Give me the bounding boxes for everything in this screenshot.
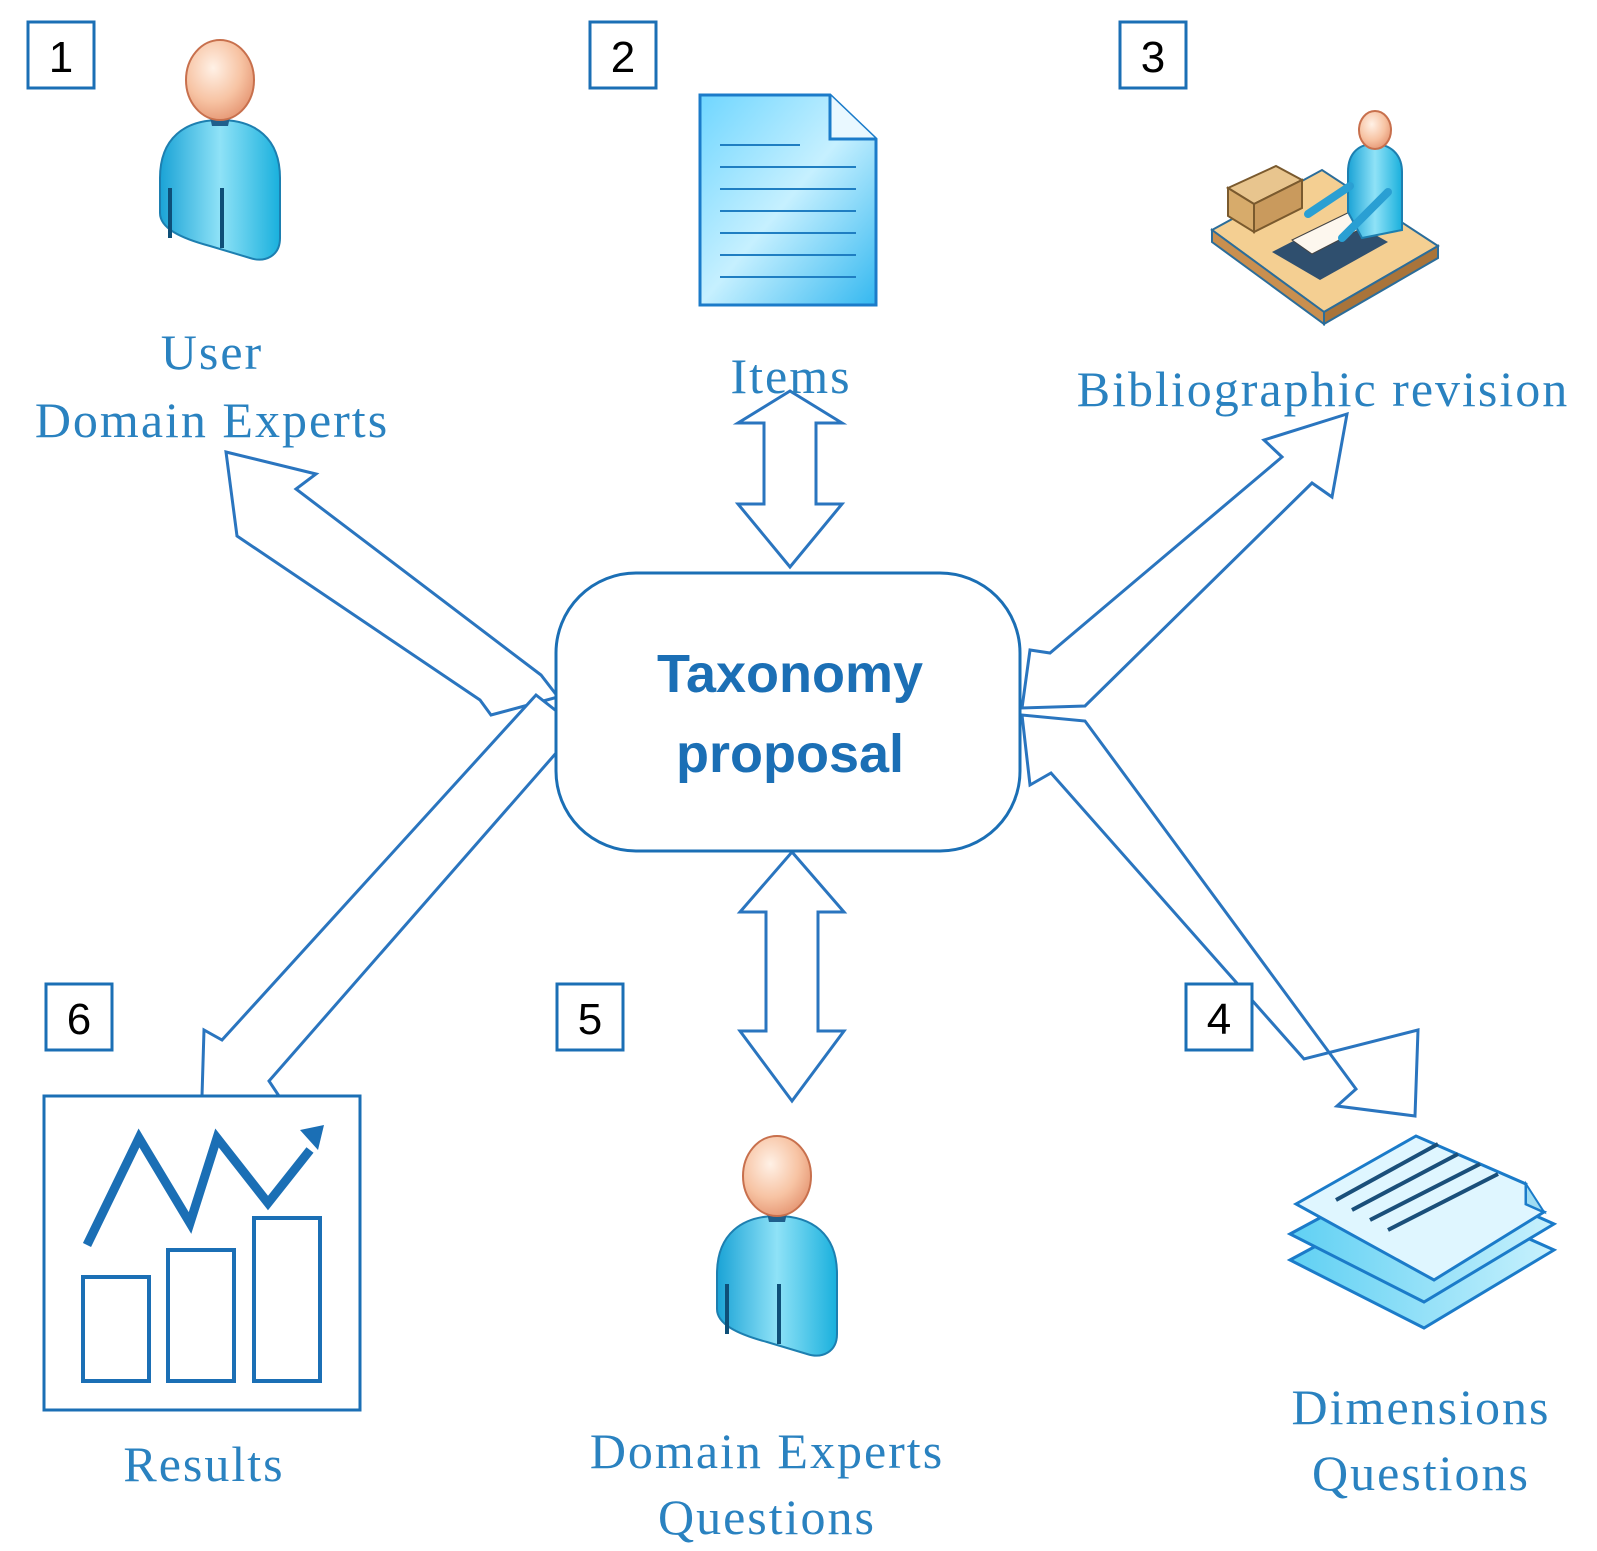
step-6-badge: 6: [44, 982, 114, 1052]
step-5-badge: 5: [555, 982, 625, 1052]
arrow-results: [200, 692, 581, 1098]
document-icon: [698, 93, 878, 307]
label-domain-experts: Domain Experts: [590, 1423, 944, 1479]
taxonomy-proposal-box: [554, 571, 1022, 853]
step-4-number: 4: [1207, 995, 1231, 1044]
step-3-badge: 3: [1118, 20, 1188, 90]
arrow-user: [224, 450, 561, 717]
person-at-desk-icon: [1210, 110, 1440, 326]
label-results: Results: [123, 1436, 284, 1492]
center-title-line1: Taxonomy: [657, 644, 923, 704]
bar-chart-trend-icon: [42, 1094, 362, 1412]
step-6-number: 6: [67, 995, 91, 1044]
label-bibliographic-revision: Bibliographic revision: [1077, 361, 1570, 417]
arrow-bibliographic-revision: [1020, 411, 1349, 710]
step-1-badge: 1: [26, 20, 96, 90]
label-user: User: [161, 324, 263, 380]
step-2-badge: 2: [588, 20, 658, 90]
arrow-items: [732, 389, 848, 570]
arrow-domain-experts-questions: [736, 849, 848, 1104]
label-user-domain-experts: Domain Experts: [35, 392, 389, 448]
stacked-documents-icon: [1286, 1134, 1558, 1330]
step-1-number: 1: [49, 33, 73, 82]
result-bar-1: [81, 1275, 151, 1383]
label-dimensions-questions: Questions: [1312, 1445, 1530, 1501]
step-2-number: 2: [611, 33, 635, 82]
result-bar-2: [166, 1248, 236, 1383]
label-items: Items: [730, 348, 851, 404]
step-3-number: 3: [1141, 33, 1165, 82]
result-bar-3: [252, 1216, 322, 1383]
center-title-line2: proposal: [676, 724, 904, 784]
arrow-dimensions-questions: [1020, 713, 1420, 1118]
step-4-badge: 4: [1184, 982, 1254, 1052]
user-icon: [159, 39, 281, 261]
label-dimensions: Dimensions: [1292, 1379, 1551, 1435]
user-icon: [716, 1135, 838, 1357]
step-5-number: 5: [578, 995, 602, 1044]
label-domain-experts-questions: Questions: [658, 1489, 876, 1545]
